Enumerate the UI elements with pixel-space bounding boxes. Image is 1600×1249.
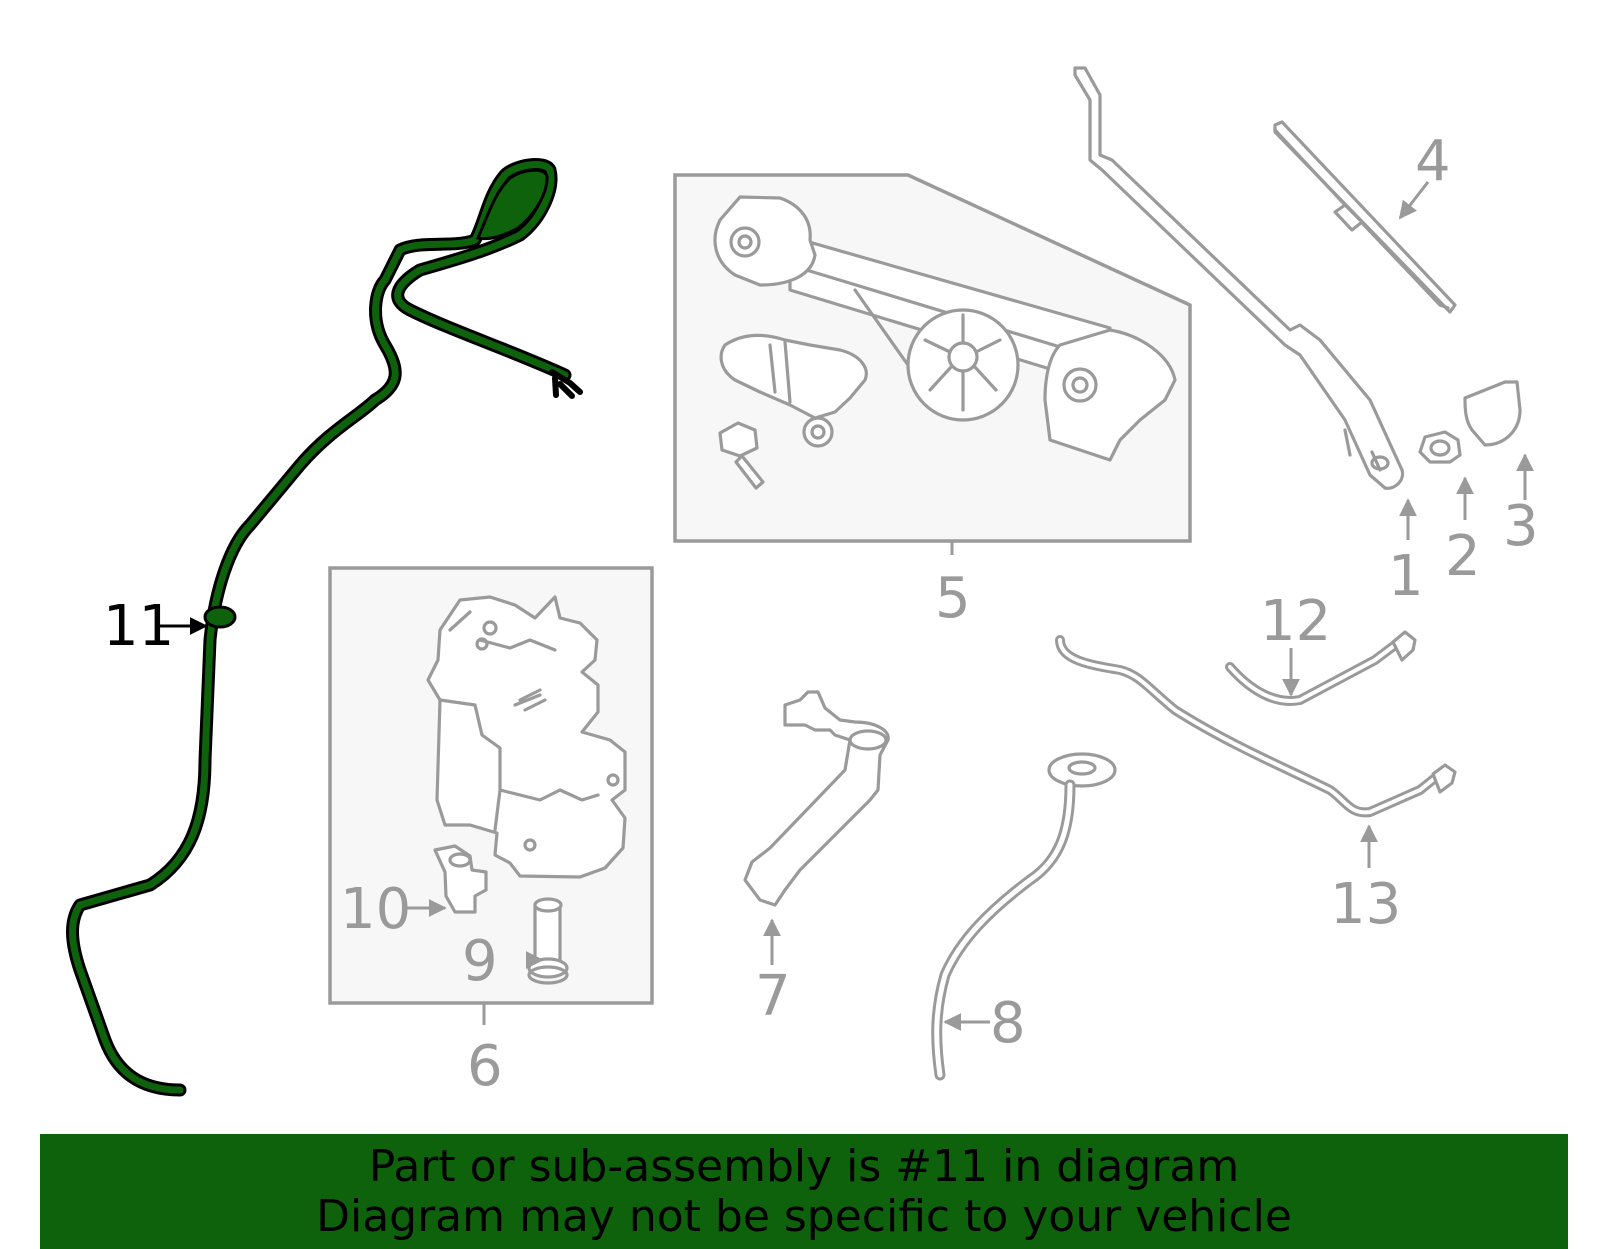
wiper-linkage-group-5[interactable] xyxy=(673,173,1192,543)
callout-labels: 1 2 3 4 5 6 7 8 9 10 12 13 11 xyxy=(103,129,1539,1099)
filler-neck-part-7[interactable] xyxy=(743,690,890,907)
callout-13: 13 xyxy=(1330,872,1401,937)
info-banner: Part or sub-assembly is #11 in diagram D… xyxy=(40,1134,1568,1249)
hose-part-12[interactable] xyxy=(1225,630,1417,706)
callout-3: 3 xyxy=(1503,494,1539,559)
callout-6: 6 xyxy=(467,1034,503,1099)
callout-10: 10 xyxy=(340,877,411,942)
washer-reservoir-group-6[interactable] xyxy=(328,566,654,1005)
callout-5: 5 xyxy=(935,566,971,631)
tube-part-8[interactable] xyxy=(931,752,1117,1081)
wiper-blade-part-4[interactable] xyxy=(1273,120,1457,314)
callout-4: 4 xyxy=(1415,129,1451,194)
callout-7: 7 xyxy=(755,964,791,1029)
callout-9: 9 xyxy=(462,929,498,994)
washer-hose-part-11[interactable] xyxy=(66,158,583,1097)
callout-2: 2 xyxy=(1445,524,1481,589)
callout-1: 1 xyxy=(1388,544,1424,609)
hose-part-13[interactable] xyxy=(1055,635,1457,818)
banner-line-2: Diagram may not be specific to your vehi… xyxy=(316,1190,1292,1242)
cap-part-3[interactable] xyxy=(1463,380,1522,447)
callout-12: 12 xyxy=(1260,589,1331,654)
nut-part-2[interactable] xyxy=(1418,430,1462,464)
callout-11: 11 xyxy=(103,594,174,659)
banner-line-1: Part or sub-assembly is #11 in diagram xyxy=(368,1140,1240,1192)
callout-8: 8 xyxy=(990,991,1026,1056)
wiper-arm-part-1[interactable] xyxy=(1073,66,1405,490)
leader-lines xyxy=(160,181,1534,1031)
